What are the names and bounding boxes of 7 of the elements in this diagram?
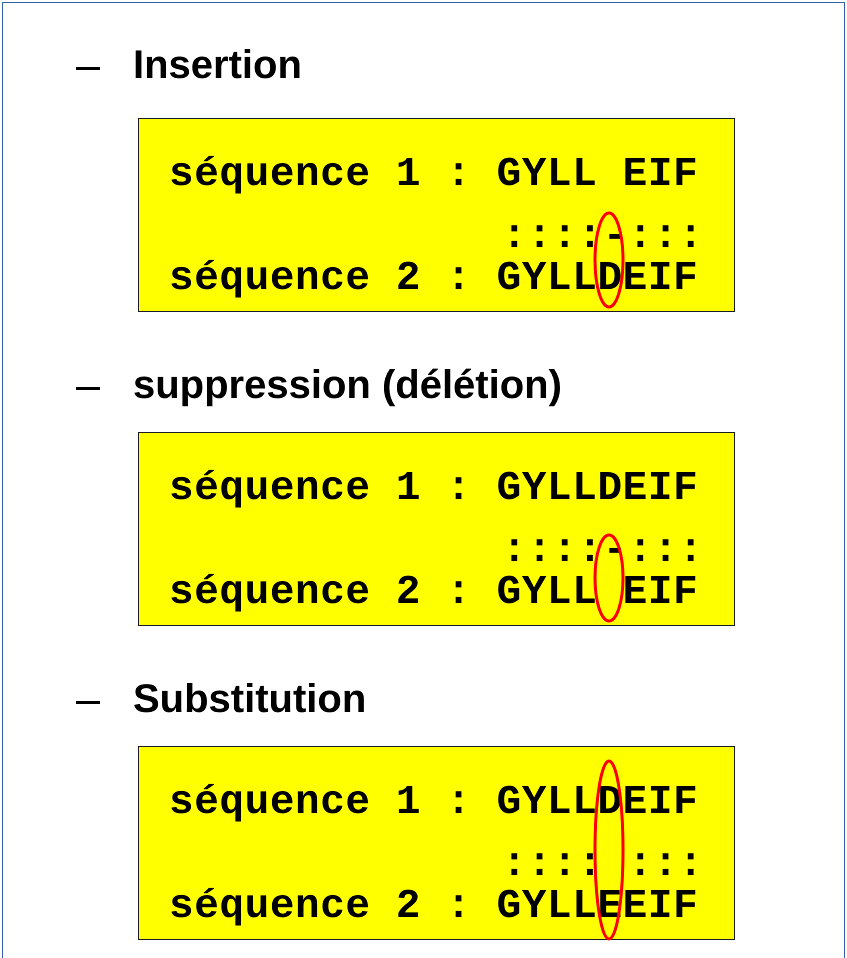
sequence-line: séquence 2 : GYLL EIF bbox=[169, 571, 698, 615]
section-heading: Substitution bbox=[133, 676, 366, 722]
section-heading: Insertion bbox=[133, 42, 302, 88]
section-heading: suppression (délétion) bbox=[133, 362, 562, 408]
match-line: :::: ::: bbox=[502, 843, 704, 887]
sequence-line: séquence 1 : GYLL EIF bbox=[169, 153, 698, 197]
sequence-line: séquence 1 : GYLLDEIF bbox=[169, 467, 698, 511]
